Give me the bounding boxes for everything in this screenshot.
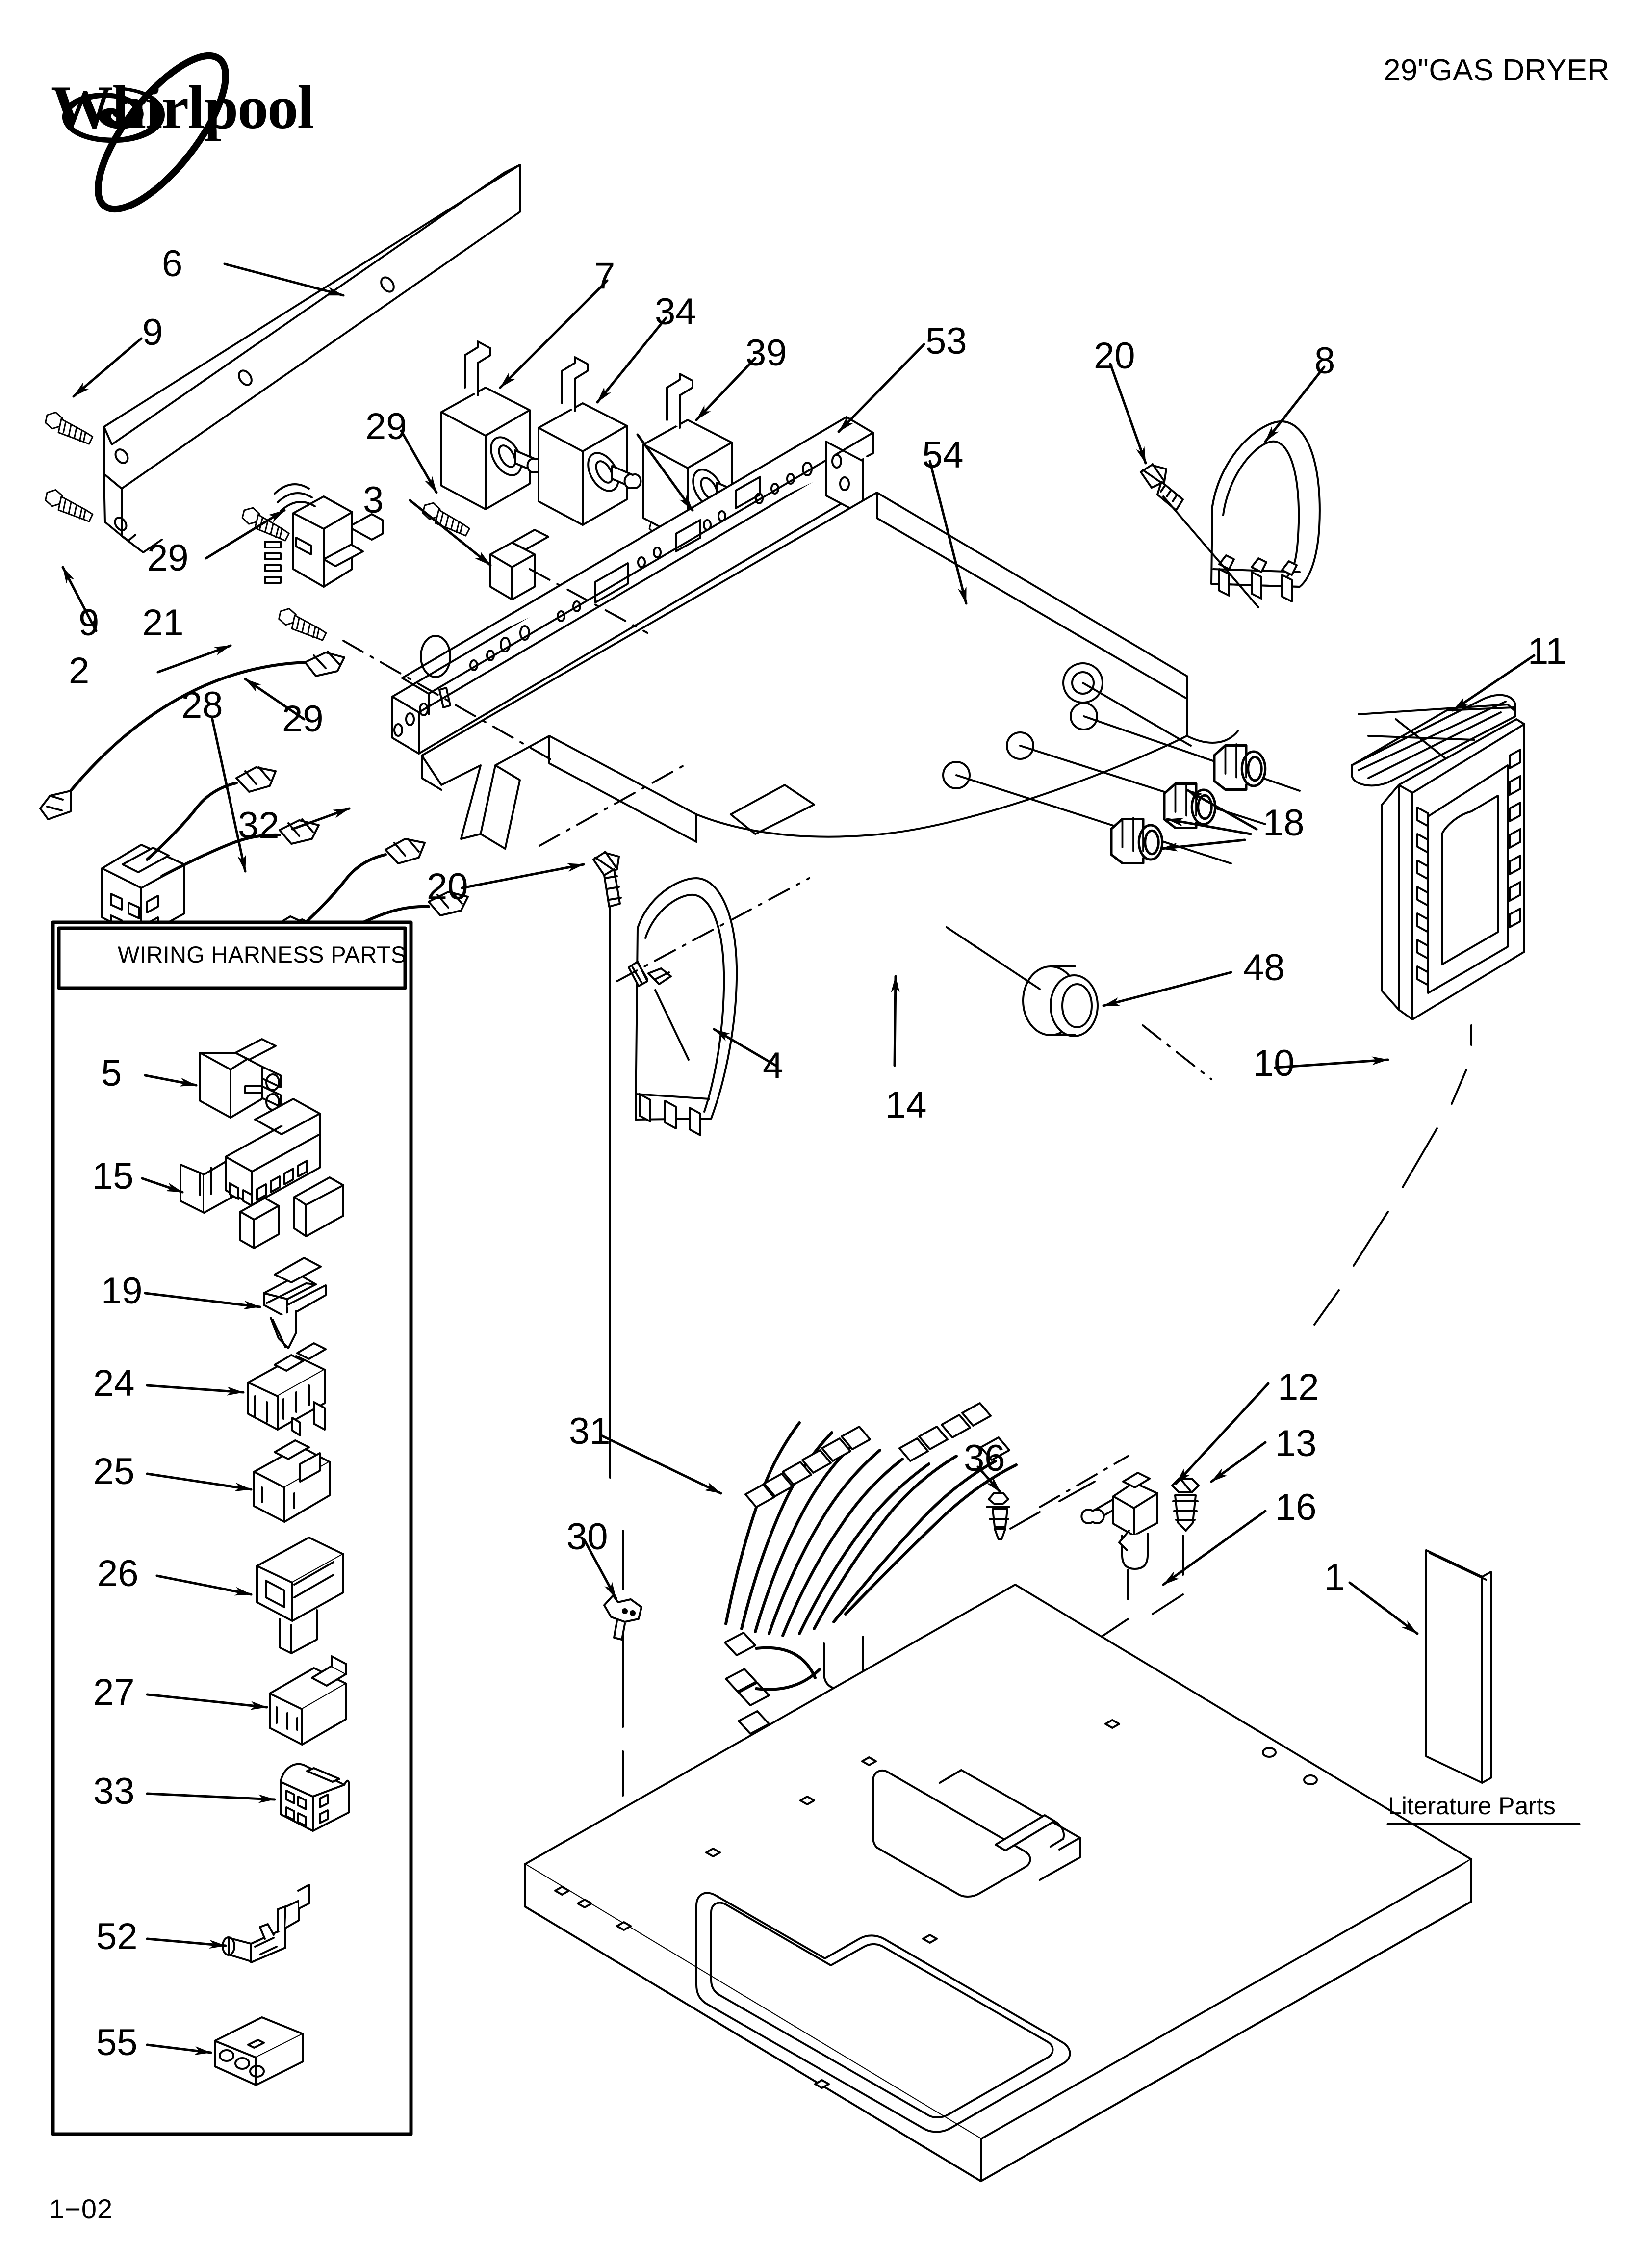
callout-5: 5 [101,1052,122,1094]
callout-screw-endcap-right: 20 [1094,335,1135,377]
screw-20-left [592,851,622,1479]
page-number: 1−02 [49,2193,113,2224]
callout-ground-screw: 36 [964,1437,1005,1479]
callout-rotary-switch-2: 34 [655,291,696,333]
callout-screw-clamp: 13 [1275,1423,1317,1464]
rear-panel-bracket-part [103,164,521,553]
callout-screw-upper-left: 9 [142,312,163,353]
callout-screw-console-upper: 29 [365,406,407,447]
callout-harness-assembly-left: 28 [181,684,223,726]
rotary-switch-34 [538,356,642,526]
wiring-harness-box-title: WIRING HARNESS PARTS [118,941,407,967]
callout-rotary-switch-3: 39 [745,332,787,374]
callout-main-wire-harness: 31 [569,1410,611,1452]
connector-55-icon [214,2016,304,2086]
connector-33-icon [280,1763,350,1832]
literature-booklet-part [1425,1549,1492,1784]
callout-control-knobs: 18 [1263,802,1305,844]
lint-housing-part [1381,718,1525,1020]
callout-end-cap-right: 8 [1314,340,1335,382]
switch-cap-part [489,529,549,600]
callout-console-panel: 54 [922,434,964,476]
bushing-48-part [946,926,1099,1037]
connector-19-icon [263,1257,327,1349]
callout-jumper-wire: 21 [142,602,184,644]
screw-9-upper [42,410,97,445]
wiring-harness-box [51,920,413,2136]
clamp-bracket-part [1080,1472,1158,1570]
callout-console-rail: 53 [925,320,967,362]
end-cap-left-part [635,877,738,1136]
callout-33: 33 [93,1771,135,1812]
callout-rear-panel-bracket: 6 [162,243,183,285]
callout-end-cap-left: 4 [763,1045,784,1087]
jumper-wire-part [39,651,345,820]
callout-screw-lower-left: 9 [78,602,100,644]
cabinet-top-panel-part [524,1584,1472,2182]
callout-lint-screen: 11 [1528,630,1566,672]
connector-5-icon [199,1038,282,1119]
callout-screw-console-mid: 29 [282,698,324,740]
callout-52: 52 [96,1916,138,1957]
callout-lint-filter-housing: 10 [1253,1043,1295,1084]
ground-screw-part [986,1492,1010,1540]
callout-19: 19 [101,1270,143,1312]
callout-wire-clamp-bracket: 12 [1278,1366,1319,1408]
connector-27-icon [269,1655,347,1746]
callout-27: 27 [93,1671,135,1713]
connector-15-icon [180,1098,344,1249]
harness-28-part [101,766,320,941]
console-rail-part [391,416,874,755]
callout-bushing-grommet: 48 [1243,947,1285,989]
terminal-block-part [264,483,384,588]
knob-3 [1214,744,1265,790]
screw-9-lower [42,487,97,523]
callout-jumper-wire-lead: 2 [69,650,90,692]
connector-25-icon [253,1439,331,1523]
callout-1: 1 [1324,1557,1345,1598]
screw-14-part [628,961,690,1061]
connector-24-icon [247,1342,327,1436]
callout-55: 55 [96,2022,138,2063]
brand-wordmark: Whirlpool [51,74,314,142]
console-panel-part [421,492,1301,864]
model-title: 29"GAS DRYER [1383,53,1610,87]
whirlpool-logo-icon [62,52,230,213]
literature-parts-label: Literature Parts [1388,1792,1556,1820]
screw-20-right [1140,463,1184,511]
knob-1 [1111,818,1162,863]
callout-harness-assembly-right: 32 [238,805,280,846]
callout-15: 15 [92,1155,134,1197]
callout-25: 25 [93,1451,135,1492]
screw-29-c [275,606,331,642]
rotary-switch-7 [440,340,545,510]
callout-screw-endcap-left: 20 [427,866,468,908]
connector-26-icon [256,1537,344,1654]
screw-13-part [1171,1478,1200,1532]
callout-terminal-block: 3 [363,479,384,521]
callout-harness-clip: 30 [566,1516,608,1558]
callout-26: 26 [97,1553,139,1594]
end-cap-right-part [1162,420,1321,608]
lint-screen-part [1351,694,1516,787]
callout-rotary-switch-1: 7 [594,255,616,297]
callout-24: 24 [93,1362,135,1404]
callout-screw-console-lower: 29 [147,537,189,579]
callout-screw-console-front: 14 [885,1084,927,1126]
callout-cabinet-top-panel: 16 [1275,1486,1317,1528]
